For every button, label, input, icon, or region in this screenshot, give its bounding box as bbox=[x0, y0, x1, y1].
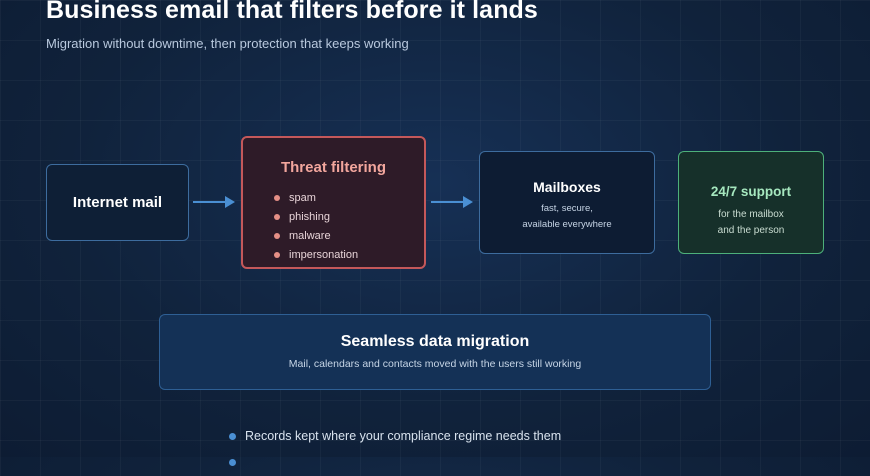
support-label: 24/7 support bbox=[710, 184, 792, 199]
threat-filtering-label: Threat filtering bbox=[280, 159, 386, 176]
mailboxes-desc-line: fast, secure, bbox=[541, 203, 593, 214]
feature-bullet bbox=[229, 450, 561, 476]
threat-item-label: spam bbox=[289, 192, 316, 204]
threat-item: impersonation bbox=[274, 247, 358, 266]
internet-mail-box: Internet mail bbox=[46, 164, 189, 241]
dot-icon bbox=[274, 233, 280, 239]
feature-bullet-text: Records kept where your compliance regim… bbox=[245, 429, 562, 443]
threat-filtering-box: Threat filtering spam phishing malware i… bbox=[241, 136, 426, 269]
threat-item: spam bbox=[274, 190, 358, 209]
support-description: for the mailbox and the person bbox=[679, 207, 823, 239]
mailboxes-label: Mailboxes bbox=[533, 179, 601, 195]
feature-bullet: Records kept where your compliance regim… bbox=[229, 424, 561, 450]
support-desc-line: and the person bbox=[717, 225, 785, 236]
dot-icon bbox=[274, 195, 280, 201]
threat-list: spam phishing malware impersonation bbox=[274, 190, 358, 266]
data-migration-description: Mail, calendars and contacts moved with … bbox=[288, 358, 582, 370]
page-subtitle: Migration without downtime, then protect… bbox=[46, 36, 409, 51]
arrow-right-icon bbox=[193, 196, 235, 208]
feature-bullet-list: Records kept where your compliance regim… bbox=[229, 424, 561, 476]
threat-item: malware bbox=[274, 228, 358, 247]
threat-item-label: malware bbox=[289, 230, 331, 242]
mailboxes-box: Mailboxes fast, secure, available everyw… bbox=[479, 151, 655, 254]
support-desc-line: for the mailbox bbox=[718, 209, 784, 220]
dot-icon bbox=[229, 459, 236, 466]
threat-item-label: impersonation bbox=[289, 249, 359, 261]
page-title: Business email that filters before it la… bbox=[46, 0, 538, 24]
support-box: 24/7 support for the mailbox and the per… bbox=[678, 151, 824, 254]
dot-icon bbox=[274, 214, 280, 220]
arrow-right-icon bbox=[431, 196, 473, 208]
data-migration-label: Seamless data migration bbox=[340, 333, 530, 350]
threat-item-label: phishing bbox=[289, 211, 330, 223]
mailboxes-desc-line: available everywhere bbox=[522, 219, 612, 230]
internet-mail-label: Internet mail bbox=[72, 194, 163, 211]
dot-icon bbox=[229, 433, 236, 440]
threat-item: phishing bbox=[274, 209, 358, 228]
dot-icon bbox=[274, 252, 280, 258]
mailboxes-description: fast, secure, available everywhere bbox=[480, 201, 654, 233]
data-migration-box: Seamless data migration Mail, calendars … bbox=[159, 314, 711, 390]
